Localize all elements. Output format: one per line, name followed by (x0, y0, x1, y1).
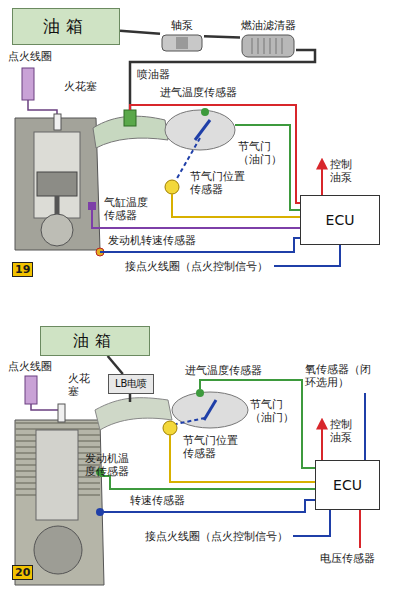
labeled-box: LB电喷 (108, 374, 154, 394)
node-text: ECU (326, 212, 355, 228)
part-label: 点火线圈 (8, 360, 52, 373)
part-label: 火花塞 (64, 80, 97, 93)
part-label: 接点火线圈（点火控制信号） (145, 530, 288, 543)
throttle-position-sensor (165, 180, 179, 194)
intake-temp-sensor (196, 389, 204, 397)
coil-wire (31, 404, 61, 410)
intake-manifold (95, 398, 172, 430)
intake-temp-sensor (201, 108, 209, 116)
node-text: 轴泵 (171, 18, 193, 33)
spark-plug (58, 404, 65, 422)
part-label: 发动机温度传感器 (85, 452, 131, 478)
ignition-coil (22, 68, 34, 100)
part-label: 节气门位置传感器 (183, 434, 239, 460)
spark-plug (54, 114, 61, 130)
filter-symbol (240, 33, 296, 59)
part-label: 发动机转速传感器 (108, 234, 196, 247)
throttle-plate (195, 120, 210, 140)
throttle-link (176, 418, 205, 424)
throttle-position-sensor (163, 421, 177, 435)
part-label: 转速传感器 (130, 494, 185, 507)
fuel-pipe (120, 31, 160, 34)
fuel-pipe (204, 36, 240, 37)
part-label: 接点火线圈（点火控制信号） (125, 260, 268, 273)
part-label: 喷油器 (137, 68, 170, 81)
node-text: 燃油滤清器 (241, 18, 296, 33)
part-label: 点火线圈 (8, 50, 52, 63)
coil-wire (28, 100, 57, 122)
node-text: 油箱 (43, 15, 89, 38)
labeled-box: ECU (315, 460, 380, 510)
engine-block (15, 420, 104, 585)
part-label: 火花塞 (68, 372, 92, 398)
pump-symbol (160, 33, 204, 53)
part-label: 控制油泵 (330, 158, 354, 184)
filter-part: 燃油滤清器 (240, 18, 296, 59)
node-text: LB电喷 (115, 377, 147, 391)
part-label: 氧传感器（闭环选用） (305, 363, 375, 389)
throttle-body (165, 110, 235, 150)
labeled-box: 油箱 (12, 8, 120, 45)
throttle-plate (204, 400, 216, 420)
part-label: 进气温度传感器 (160, 86, 237, 99)
node-text: 油箱 (73, 331, 117, 352)
part-label: 气缸温度传感器 (104, 196, 150, 222)
engine-block (15, 118, 104, 256)
labeled-box: 油箱 (40, 326, 150, 356)
injector (124, 110, 136, 126)
part-label: 进气温度传感器 (185, 364, 262, 377)
part-label: 节气门（油门） (238, 140, 284, 166)
throttle-body (172, 392, 248, 428)
part-label: 节气门位置传感器 (190, 170, 246, 196)
part-label: 控制油泵 (330, 418, 354, 444)
pump-part: 轴泵 (160, 18, 204, 53)
ignition-coil (25, 376, 37, 404)
figure-number: 20 (12, 565, 33, 580)
node-text: ECU (333, 477, 362, 493)
part-label: 节气门（油门） (250, 398, 296, 424)
fuel-pipe (108, 356, 123, 374)
part-label: 电压传感器 (320, 552, 375, 565)
labeled-box: ECU (300, 195, 380, 245)
figure-number: 19 (12, 262, 33, 277)
